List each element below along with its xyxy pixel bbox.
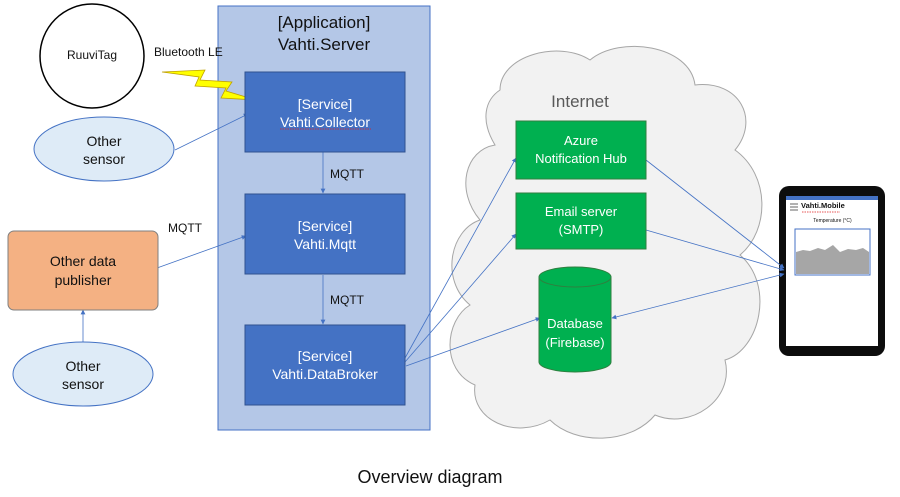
bluetooth-label: Bluetooth LE xyxy=(154,45,223,59)
arrow-azure-phone xyxy=(645,159,785,269)
email-server-line1: Email server xyxy=(544,204,618,219)
email-server-label: Email server (SMTP) xyxy=(516,203,646,239)
diagram-caption: Overview diagram xyxy=(357,467,503,487)
mqtt-left-label: MQTT xyxy=(168,221,202,235)
database-line2: (Firebase) xyxy=(545,335,605,350)
collector-service-label: [Service] Vahti.Collector xyxy=(245,95,405,131)
internet-title: Internet xyxy=(551,92,609,111)
databroker-service-node xyxy=(244,324,406,406)
databroker-service-line1: [Service] xyxy=(297,348,353,364)
mobile-app-name: Vahti.Mobile xyxy=(801,201,845,210)
arrow-email-phone xyxy=(645,229,785,272)
arrow-databroker-azure xyxy=(404,157,517,359)
other-sensor-1-node xyxy=(33,116,175,182)
azure-hub-node xyxy=(515,120,647,180)
other-publisher-line2: publisher xyxy=(54,272,112,288)
collector-service-node xyxy=(244,71,406,153)
mqtt-service-line2: Vahti.Mqtt xyxy=(294,236,356,252)
other-sensor-2-line1: Other xyxy=(65,358,101,374)
app-title: [Application] Vahti.Server xyxy=(218,12,430,56)
other-publisher-line1: Other data xyxy=(49,253,117,269)
other-sensor-1-line1: Other xyxy=(86,133,122,149)
mqtt-service-label: [Service] Vahti.Mqtt xyxy=(245,217,405,253)
mqtt-service-node xyxy=(244,193,406,275)
databroker-service-label: [Service] Vahti.DataBroker xyxy=(245,347,405,383)
phone-chart-area xyxy=(796,245,869,274)
arrow-databroker-database xyxy=(405,317,541,367)
other-sensor-1-line2: sensor xyxy=(82,151,126,167)
collector-service-line2: Vahti.Collector xyxy=(279,114,370,130)
azure-hub-line1: Azure xyxy=(564,133,598,148)
azure-hub-line2: Notification Hub xyxy=(535,151,627,166)
email-server-node xyxy=(515,192,647,250)
arrow-databroker-email xyxy=(404,233,517,363)
other-sensor-1-label: Other sensor xyxy=(44,132,164,168)
azure-hub-label: Azure Notification Hub xyxy=(516,132,646,168)
email-server-line2: (SMTP) xyxy=(558,222,604,237)
other-publisher-label: Other data publisher xyxy=(8,252,158,290)
database-line1: Database xyxy=(547,316,603,331)
app-title-line1: [Application] xyxy=(277,13,371,32)
other-publisher-node xyxy=(7,230,159,311)
other-sensor-2-label: Other sensor xyxy=(23,357,143,393)
ruuvitag-node xyxy=(39,3,145,109)
arrow-publisher-mqtt xyxy=(156,235,247,269)
arrow-phone-database xyxy=(611,272,785,320)
other-sensor-2-line2: sensor xyxy=(61,376,105,392)
other-sensor-2-node xyxy=(12,341,154,407)
database-label: Database (Firebase) xyxy=(539,314,611,352)
mqtt-service-line1: [Service] xyxy=(297,218,353,234)
ruuvitag-label: RuuviTag xyxy=(66,48,118,62)
phone-statusbar xyxy=(786,196,878,200)
database-node xyxy=(538,266,612,373)
mqtt-label-2: MQTT xyxy=(330,293,364,307)
connections xyxy=(80,113,785,367)
app-title-line2: Vahti.Server xyxy=(277,35,371,54)
arrow-sensor1-collector xyxy=(174,113,249,151)
collector-service-line1: [Service] xyxy=(297,96,353,112)
databroker-service-line2: Vahti.DataBroker xyxy=(272,366,378,382)
mobile-chart-title: Temperature (°C) xyxy=(813,218,852,224)
mqtt-label-1: MQTT xyxy=(330,167,364,181)
hamburger-menu-icon xyxy=(790,203,798,211)
